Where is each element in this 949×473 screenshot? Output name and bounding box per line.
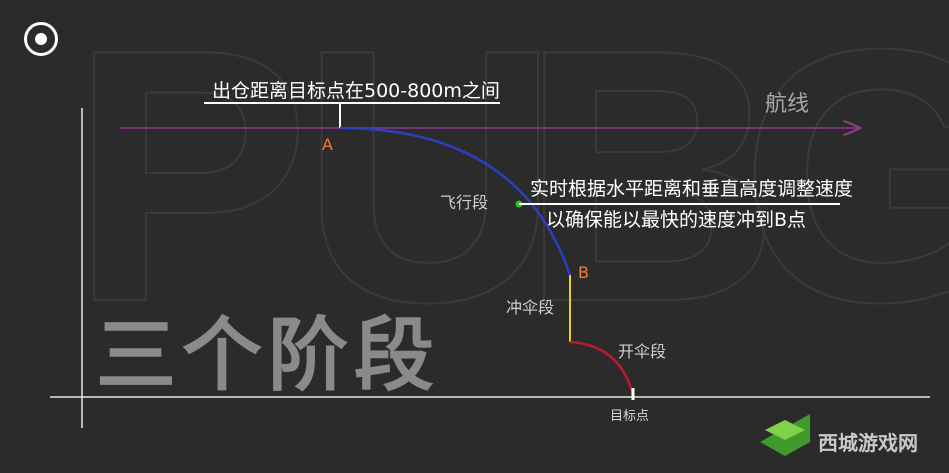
fly-curve [339,126,572,276]
record-dot-icon [35,33,47,45]
open-curve [569,340,635,396]
speed-note-line2: 以确保能以最快的速度冲到B点 [546,209,806,231]
background-letter: B [520,0,780,377]
point-b-label: B [578,263,589,282]
route-label: 航线 [765,92,809,117]
open-stage-label: 开伞段 [618,342,666,361]
dive-stage-label: 冲伞段 [506,298,554,317]
point-a-label: A [322,135,333,154]
background-letter: P [70,0,310,377]
target-record-button[interactable] [24,22,58,56]
target-point-label: 目标点 [610,409,649,424]
site-logo-icon-top [765,420,805,440]
background-letter: G [740,0,949,377]
speed-note-line1: 实时根据水平距离和垂直高度调整速度 [530,178,853,200]
big-title: 三个阶段 [96,309,440,402]
site-logo: 西城游戏网 [760,414,918,456]
fly-stage-label: 飞行段 [440,193,488,212]
site-watermark-text: 西城游戏网 [818,431,918,455]
exit-note: 出仓距离目标点在500-800m之间 [212,80,500,102]
